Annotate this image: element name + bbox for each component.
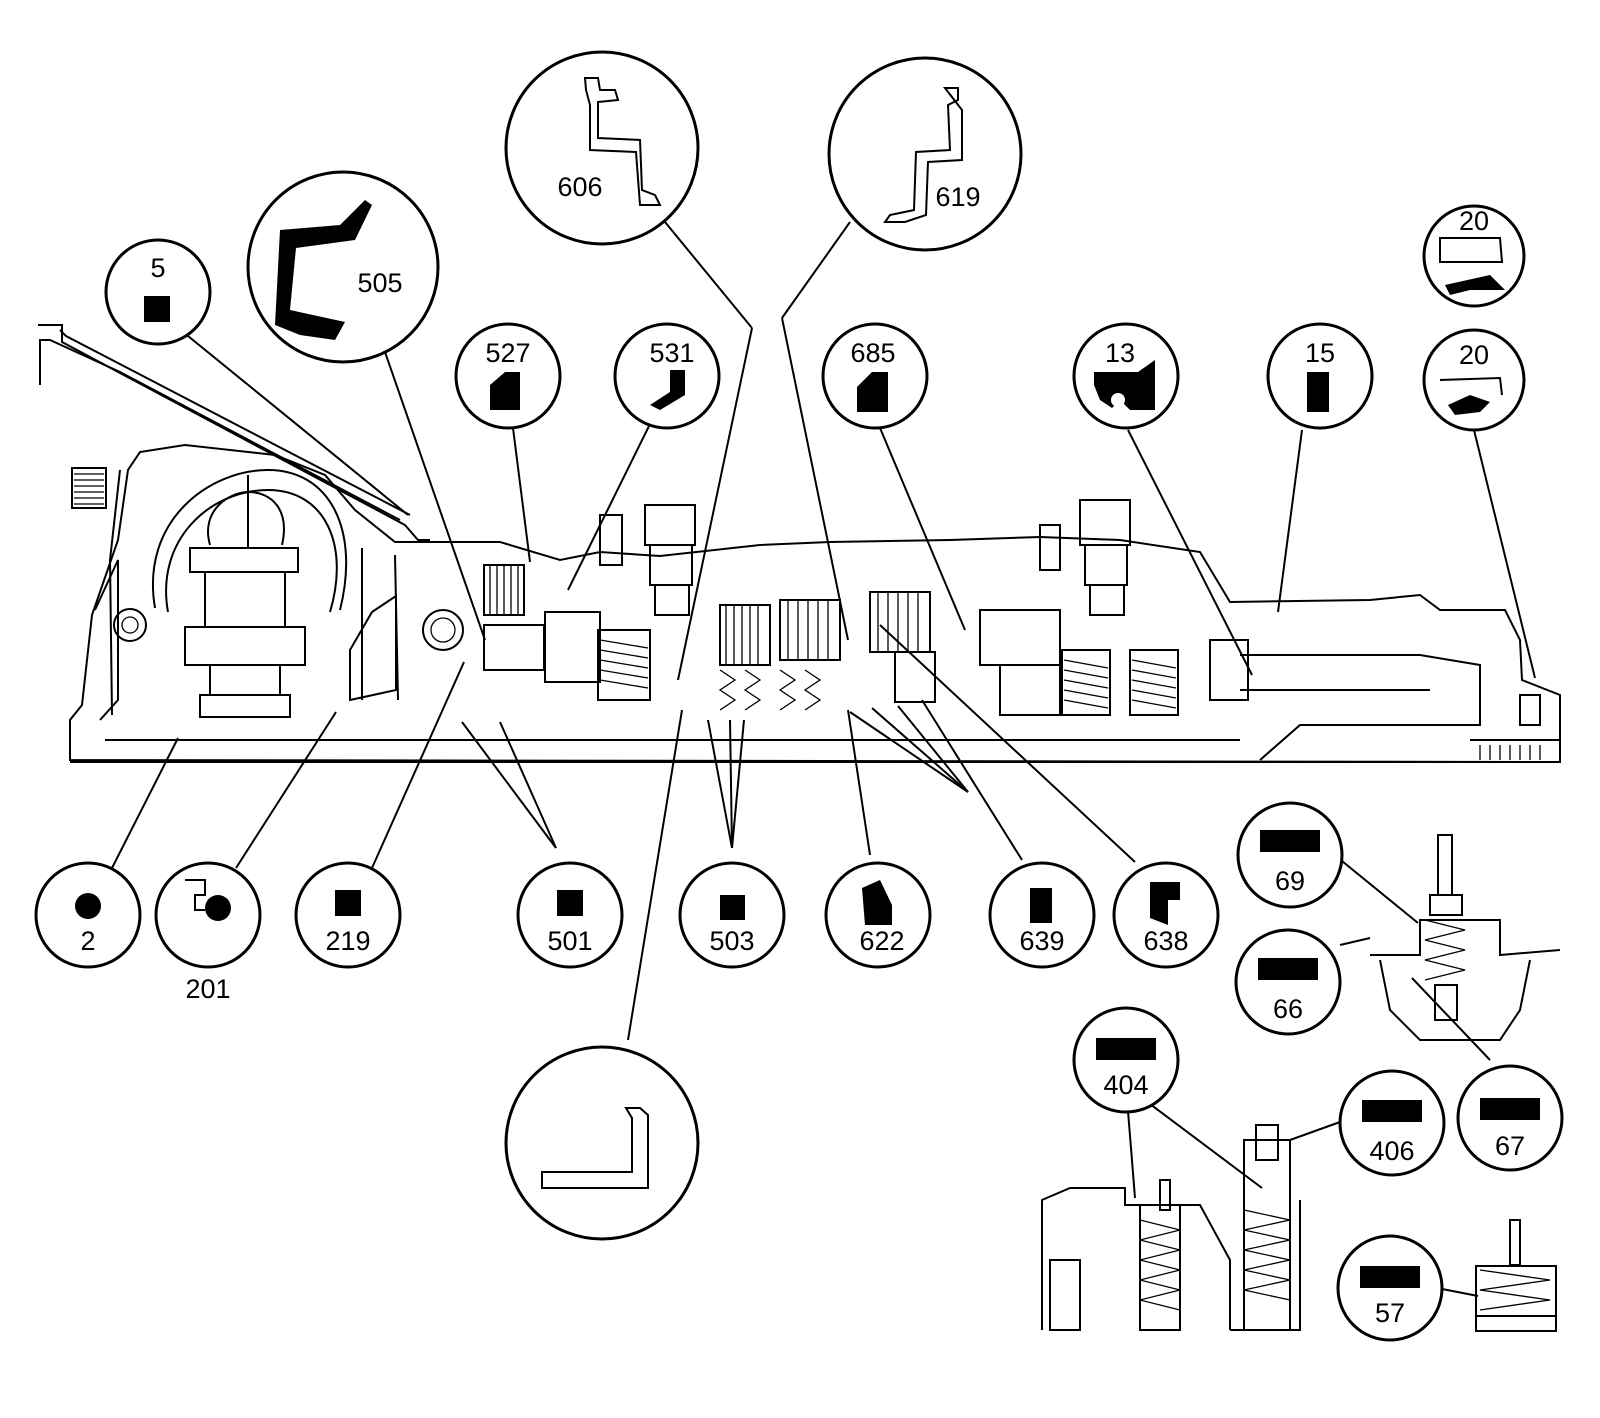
seal-lip-icon xyxy=(1439,237,1504,263)
callout-606: 606 xyxy=(504,50,700,246)
valve-assembly-57 xyxy=(1475,1219,1557,1332)
callout-406: 406 xyxy=(1338,1069,1446,1177)
housing-profile-icon xyxy=(883,87,963,223)
callout-67: 67 xyxy=(1456,1064,1564,1172)
svg-text:20: 20 xyxy=(1459,340,1489,370)
clutch-pack-left xyxy=(483,564,601,683)
planetary-gear-right xyxy=(1061,649,1179,716)
svg-text:57: 57 xyxy=(1375,1298,1405,1328)
leader-lines xyxy=(111,221,1536,1297)
clutch-pack-middle xyxy=(719,591,931,666)
svg-text:622: 622 xyxy=(859,926,904,956)
callout-66: 66 xyxy=(1234,928,1342,1036)
filled-rectangle-icon xyxy=(1307,372,1329,412)
svg-text:505: 505 xyxy=(357,268,402,298)
callout-622: 622 xyxy=(824,861,932,969)
valve-assembly-69-66-67 xyxy=(1370,834,1561,1041)
callout-5: 5 xyxy=(104,238,212,346)
filled-bar-icon xyxy=(1096,1038,1156,1060)
seal-lip-icon xyxy=(1439,376,1503,396)
hook-seal-icon xyxy=(650,370,685,410)
svg-text:67: 67 xyxy=(1495,1131,1525,1161)
angled-block-icon xyxy=(862,880,892,925)
callout-619: 619 xyxy=(827,56,1023,252)
filled-square-icon xyxy=(335,890,361,916)
seal-profile-icon xyxy=(1094,360,1155,410)
svg-text:15: 15 xyxy=(1305,338,1335,368)
svg-text:619: 619 xyxy=(935,182,980,212)
callout-505: 505 xyxy=(246,170,440,364)
callout-637: 638 xyxy=(1112,861,1220,969)
piston-seal-profile-icon xyxy=(275,200,372,340)
callout-639: 639 xyxy=(988,861,1096,969)
svg-text:406: 406 xyxy=(1369,1136,1414,1166)
filled-bar-icon xyxy=(1360,1266,1420,1288)
callout-15: 15 xyxy=(1266,322,1374,430)
planetary-gear-left xyxy=(597,629,651,701)
svg-text:501: 501 xyxy=(547,926,592,956)
callout-404: 404 xyxy=(1072,1006,1180,1114)
housing-profile-icon xyxy=(583,77,662,206)
filled-bar-icon xyxy=(1260,830,1320,852)
callout-13: 13 xyxy=(1072,322,1180,430)
callout-201: 201 xyxy=(154,861,262,1004)
callout-531: 531 xyxy=(613,322,721,430)
return-springs-middle xyxy=(718,669,822,711)
notched-block-icon xyxy=(857,372,888,412)
filled-square-icon xyxy=(144,296,170,322)
stepped-block-icon xyxy=(1150,882,1180,925)
filled-rectangle-icon xyxy=(1030,888,1052,923)
svg-text:404: 404 xyxy=(1103,1070,1148,1100)
output-splines xyxy=(1479,745,1541,760)
bolt-threads xyxy=(74,473,104,505)
svg-text:606: 606 xyxy=(557,172,602,202)
callout-20-lower: 20 xyxy=(1422,328,1526,432)
callout-638: 685 xyxy=(821,322,929,430)
filled-square-icon xyxy=(557,890,583,916)
svg-text:20: 20 xyxy=(1459,206,1489,236)
transmission-cross-section xyxy=(38,324,1561,764)
callout-503: 503 xyxy=(678,861,786,969)
svg-text:219: 219 xyxy=(325,926,370,956)
svg-text:638: 638 xyxy=(1143,926,1188,956)
filled-square-icon xyxy=(720,895,745,920)
svg-text:66: 66 xyxy=(1273,994,1303,1024)
callout-219: 219 xyxy=(294,861,402,969)
svg-text:201: 201 xyxy=(185,974,230,1004)
svg-text:527: 527 xyxy=(485,338,530,368)
valve-assembly-404-406 xyxy=(1041,1124,1301,1331)
callout-685: 685 xyxy=(504,1045,700,1241)
callout-501: 501 xyxy=(516,861,624,969)
callout-20-upper: 20 xyxy=(1422,204,1526,308)
svg-text:639: 639 xyxy=(1019,926,1064,956)
filled-bar-icon xyxy=(1362,1100,1422,1122)
svg-text:685: 685 xyxy=(850,338,895,368)
notched-block-icon xyxy=(490,372,520,410)
callout-527: 527 xyxy=(454,322,562,430)
filled-bar-icon xyxy=(1258,958,1318,980)
svg-text:503: 503 xyxy=(709,926,754,956)
filled-dot-icon xyxy=(75,893,101,919)
angle-seal-icon xyxy=(541,1107,649,1189)
svg-text:69: 69 xyxy=(1275,866,1305,896)
callout-2: 2 xyxy=(34,861,142,969)
svg-text:2: 2 xyxy=(80,926,95,956)
callout-69: 69 xyxy=(1236,801,1344,909)
filled-bar-icon xyxy=(1480,1098,1540,1120)
svg-text:5: 5 xyxy=(150,253,165,283)
svg-text:13: 13 xyxy=(1105,338,1135,368)
callout-57: 57 xyxy=(1336,1234,1444,1342)
svg-text:531: 531 xyxy=(649,338,694,368)
seal-with-ball-icon xyxy=(185,879,206,911)
